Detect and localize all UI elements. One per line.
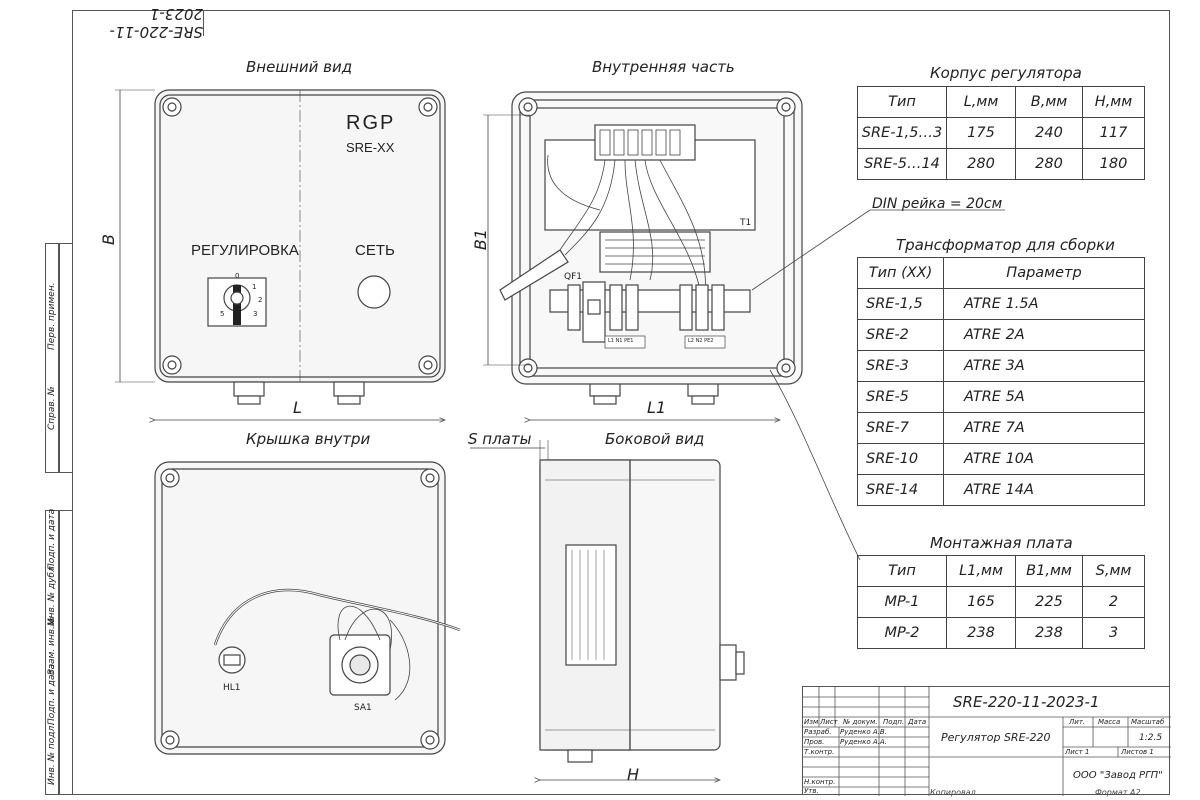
table-cell: 238: [946, 617, 1016, 649]
tb-mass: Масса: [1098, 718, 1121, 726]
tb-col-date: Дата: [908, 718, 927, 726]
regulation-label: РЕГУЛИРОВКА: [191, 242, 299, 259]
table-cell: 165: [946, 586, 1016, 618]
model-label: SRE-XX: [346, 140, 395, 155]
view-internal-label: Внутренняя часть: [592, 58, 735, 76]
table-header: Параметр: [943, 257, 1145, 289]
tb-scale-h: Масштаб: [1131, 718, 1165, 726]
view-side-label: Боковой вид: [605, 430, 705, 448]
table-cell: SRE-1,5…3: [857, 117, 947, 149]
title-block: SRE-220-11-2023-1 Регулятор SRE-220 ООО …: [802, 686, 1171, 796]
housing-title: Корпус регулятора: [930, 64, 1082, 82]
table-header: L,мм: [946, 86, 1016, 118]
plate-table: Тип L1,мм B1,мм S,мм MP-1 165 225 2 MP-2…: [857, 555, 1145, 649]
table-cell: ATRE 14A: [943, 474, 1145, 506]
table-cell: SRE-10: [857, 443, 944, 475]
table-cell: ATRE 5A: [943, 381, 1145, 413]
table-cell: SRE-2: [857, 319, 944, 351]
table-cell: MP-1: [857, 586, 947, 618]
table-cell: ATRE 10A: [943, 443, 1145, 475]
table-header: Тип: [857, 86, 947, 118]
hl1-label: HL1: [223, 683, 241, 693]
tb-role: Т.контр.: [804, 748, 835, 756]
tb-sheets: Листов 1: [1121, 748, 1154, 756]
tb-lit: Лит.: [1069, 718, 1086, 726]
tb-role: Разраб.: [804, 728, 832, 736]
cover-inside-box: [154, 461, 446, 755]
table-cell: 180: [1082, 148, 1145, 180]
table-cell: SRE-1,5: [857, 288, 944, 320]
table-cell: ATRE 7A: [943, 412, 1145, 444]
sa1-label: SA1: [354, 703, 372, 713]
brand-logo: RGP: [346, 112, 396, 134]
tb-sheet: Лист 1: [1065, 748, 1090, 756]
table-header: Тип: [857, 555, 947, 587]
table-cell: 117: [1082, 117, 1145, 149]
network-lamp-icon: [357, 275, 391, 309]
table-cell: 3: [1082, 617, 1145, 649]
tb-scale: 1:2.5: [1139, 733, 1163, 743]
tb-col-list: Лист: [820, 718, 838, 726]
table-cell: ATRE 1.5A: [943, 288, 1145, 320]
t1-label: T1: [740, 218, 752, 228]
qf1-label: QF1: [564, 272, 582, 282]
table-cell: 280: [946, 148, 1016, 180]
tb-person: Руденко А.В.: [840, 728, 887, 736]
housing-table: Тип L,мм B,мм H,мм SRE-1,5…3 175 240 117…: [857, 86, 1145, 180]
tb-role: Утв.: [804, 787, 819, 795]
dim-l: L: [293, 398, 302, 417]
table-cell: SRE-7: [857, 412, 944, 444]
term-right: L2 N2 PE2: [688, 338, 714, 344]
table-cell: 240: [1015, 117, 1083, 149]
table-cell: ATRE 3A: [943, 350, 1145, 382]
dial-5: 5: [220, 310, 225, 318]
view-external-label: Внешний вид: [246, 58, 353, 76]
din-label: DIN рейка = 20см: [872, 196, 1003, 212]
tb-col-izm: Изм: [804, 718, 819, 726]
table-cell: SRE-14: [857, 474, 944, 506]
tb-copied: Копировал: [930, 788, 976, 797]
table-cell: MP-2: [857, 617, 947, 649]
table-cell: 175: [946, 117, 1016, 149]
cable-glands: [233, 381, 719, 405]
tb-code: SRE-220-11-2023-1: [953, 693, 1100, 711]
tb-format: Формат А2: [1095, 788, 1141, 797]
table-cell: 2: [1082, 586, 1145, 618]
dial-0: 0: [235, 272, 240, 280]
dial-2: 2: [258, 296, 263, 304]
tb-person: Руденко А.А.: [840, 738, 887, 746]
table-cell: SRE-5: [857, 381, 944, 413]
term-left: L1 N1 PE1: [608, 338, 634, 344]
tb-role: Пров.: [804, 738, 825, 746]
table-header: B,мм: [1015, 86, 1083, 118]
plate-title: Монтажная плата: [930, 534, 1073, 552]
tb-name: Регулятор SRE-220: [941, 731, 1051, 744]
tb-col-sign: Подп.: [883, 718, 905, 726]
table-cell: ATRE 2A: [943, 319, 1145, 351]
table-cell: SRE-3: [857, 350, 944, 382]
table-cell: 225: [1015, 586, 1083, 618]
table-header: S,мм: [1082, 555, 1145, 587]
table-header: Тип (XX): [857, 257, 944, 289]
corner-screws: [162, 97, 438, 375]
dial-1: 1: [252, 283, 257, 291]
table-cell: SRE-5…14: [857, 148, 947, 180]
table-header: B1,мм: [1015, 555, 1083, 587]
table-header: L1,мм: [946, 555, 1016, 587]
table-header: H,мм: [1082, 86, 1145, 118]
tb-org: ООО "Завод РГП": [1073, 770, 1163, 781]
tb-col-doc: № докум.: [843, 718, 878, 726]
tb-role: Н.контр.: [804, 778, 836, 786]
dial-3: 3: [253, 310, 258, 318]
network-label: СЕТЬ: [355, 242, 395, 259]
table-cell: 280: [1015, 148, 1083, 180]
view-splate-label: S платы: [468, 430, 532, 448]
table-cell: 238: [1015, 617, 1083, 649]
dim-l1: L1: [647, 398, 667, 417]
transformer-title: Трансформатор для сборки: [896, 236, 1115, 254]
view-cover-label: Крышка внутри: [246, 430, 371, 448]
